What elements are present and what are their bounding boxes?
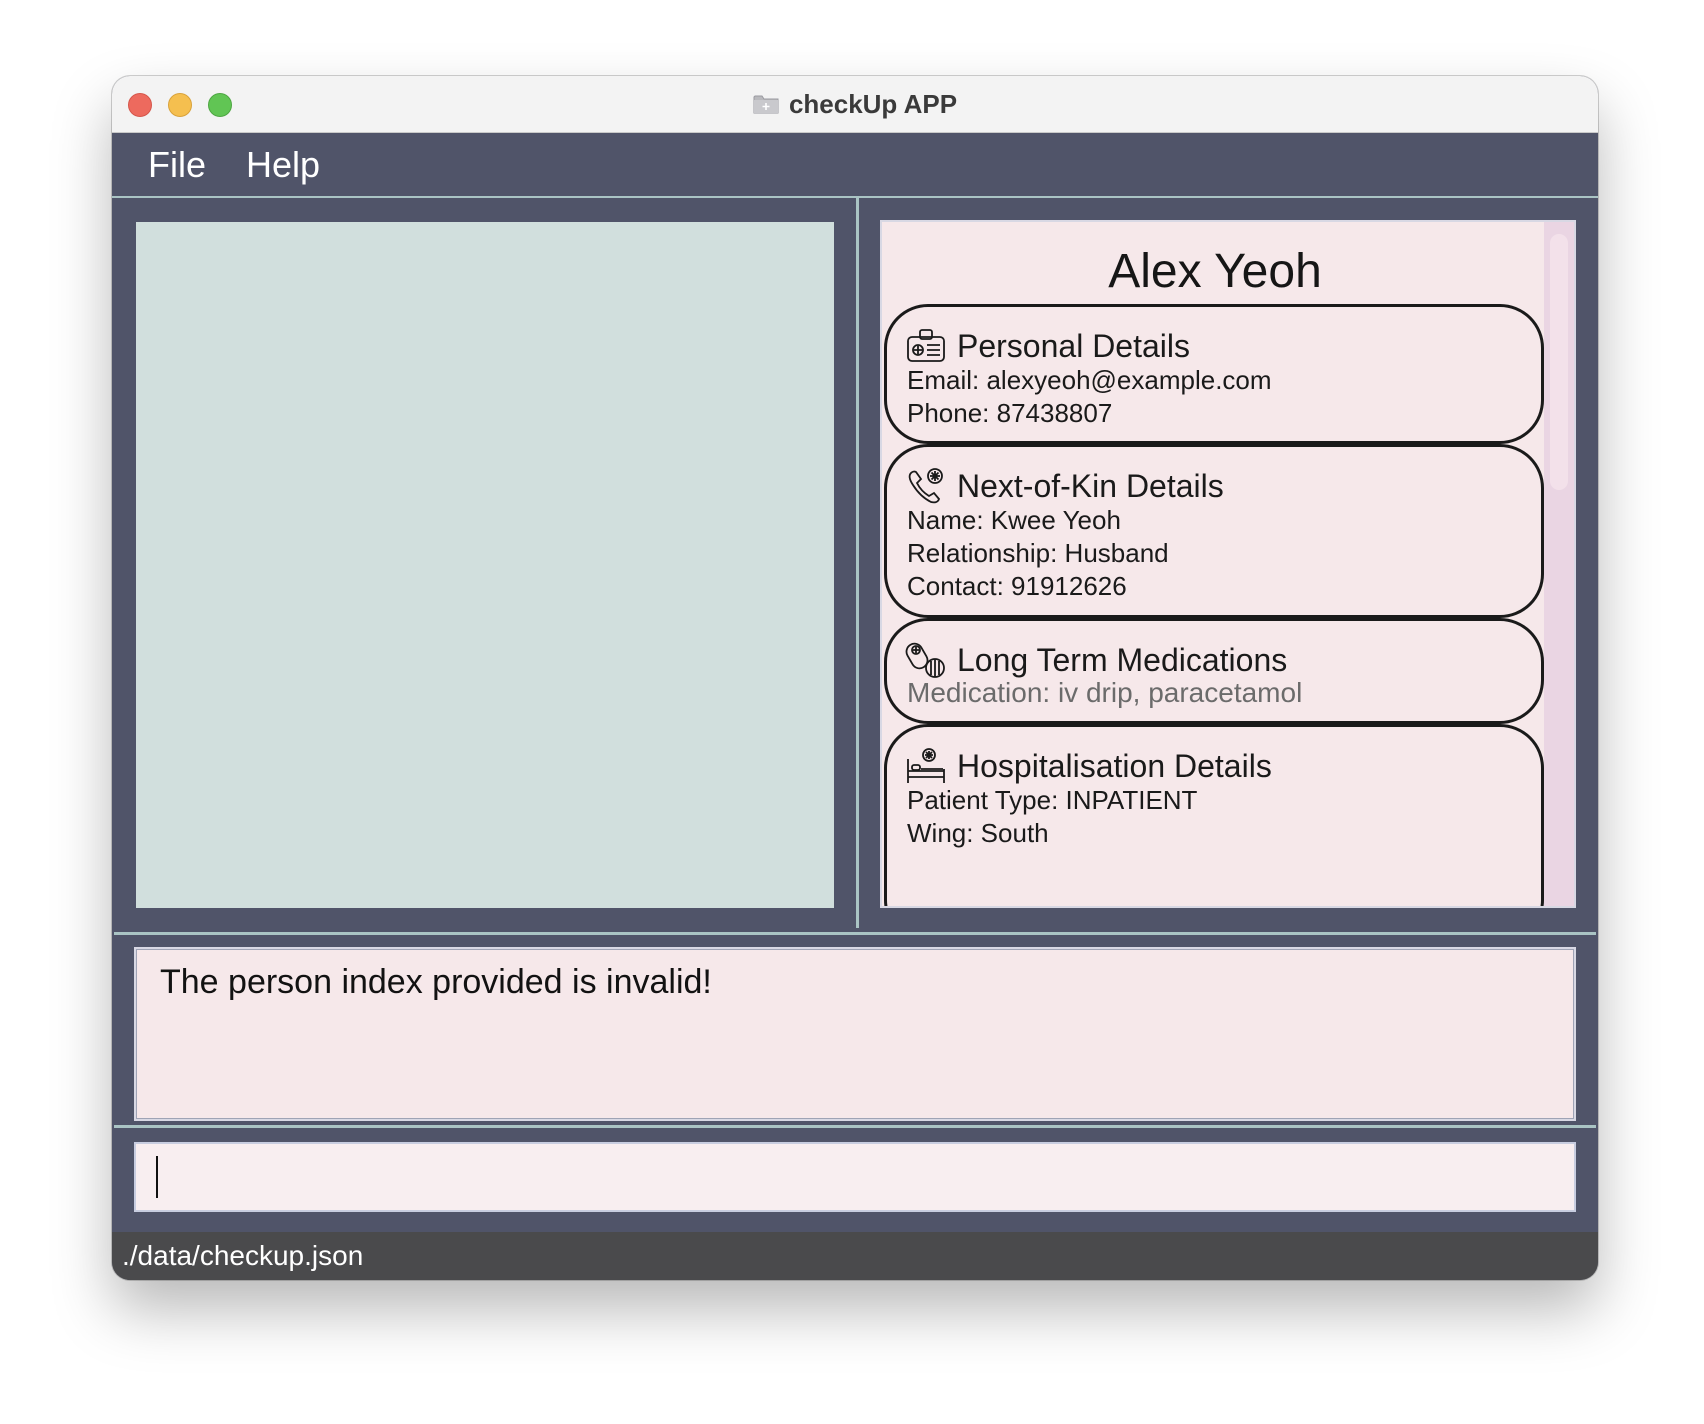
person-detail-view[interactable]: Alex Yeoh Personal Details	[880, 220, 1576, 908]
person-detail-panel: Alex Yeoh Personal Details	[860, 198, 1596, 928]
id-badge-icon	[905, 325, 947, 367]
medications-card: Long Term Medications Medication: iv dri…	[884, 618, 1544, 724]
detail-scrollbar-thumb[interactable]	[1550, 234, 1568, 490]
save-file-path: ./data/checkup.json	[122, 1240, 364, 1271]
phone-medical-icon	[905, 465, 947, 507]
person-name: Alex Yeoh	[1108, 245, 1322, 298]
window-title: checkUp APP	[788, 88, 958, 119]
personal-details-card: Personal Details Email: alexyeoh@example…	[884, 304, 1544, 444]
close-window-button[interactable]	[128, 93, 152, 117]
person-list-panel	[114, 198, 859, 928]
hospital-bed-icon	[905, 745, 947, 787]
minimize-window-button[interactable]	[168, 93, 192, 117]
status-bar: ./data/checkup.json	[112, 1232, 1598, 1280]
kin-name-text: Name: Kwee Yeoh	[907, 505, 1121, 535]
card-title: Next-of-Kin Details	[957, 467, 1224, 504]
medication-text: Medication: iv drip, paracetamol	[907, 677, 1303, 708]
email-text: Email: alexyeoh@example.com	[907, 365, 1272, 395]
card-header: Hospitalisation Details	[905, 745, 1272, 787]
maximize-window-button[interactable]	[208, 93, 232, 117]
kin-contact-text: Contact: 91912626	[907, 571, 1127, 601]
command-input[interactable]	[134, 1142, 1576, 1212]
wing-text: Wing: South	[907, 818, 1049, 848]
result-message: The person index provided is invalid!	[160, 963, 712, 1001]
folder-icon	[753, 93, 779, 115]
card-header: Long Term Medications	[905, 639, 1287, 681]
patient-type-text: Patient Type: INPATIENT	[907, 785, 1198, 815]
menu-file[interactable]: File	[148, 143, 207, 185]
pills-icon	[905, 639, 947, 681]
phone-text: Phone: 87438807	[907, 398, 1113, 428]
card-title: Hospitalisation Details	[957, 747, 1272, 784]
result-display-panel: The person index provided is invalid!	[114, 932, 1596, 1128]
command-box-panel	[114, 1128, 1596, 1220]
app-window: checkUp APP File Help Alex Yeoh	[112, 76, 1598, 1280]
detail-scrollbar[interactable]	[1544, 222, 1574, 906]
card-title: Personal Details	[957, 327, 1190, 364]
menu-help[interactable]: Help	[246, 143, 321, 185]
title-bar[interactable]: checkUp APP	[112, 76, 1598, 133]
next-of-kin-card: Next-of-Kin Details Name: Kwee Yeoh Rela…	[884, 444, 1544, 618]
text-caret	[156, 1156, 158, 1198]
kin-relationship-text: Relationship: Husband	[907, 538, 1169, 568]
card-title: Long Term Medications	[957, 641, 1288, 678]
person-list[interactable]	[136, 222, 834, 908]
card-header: Personal Details	[905, 325, 1190, 367]
result-display[interactable]: The person index provided is invalid!	[134, 947, 1576, 1121]
menu-bar: File Help	[112, 133, 1598, 198]
card-header: Next-of-Kin Details	[905, 465, 1224, 507]
window-title-group: checkUp APP	[112, 76, 1598, 132]
hospitalisation-card: Hospitalisation Details Patient Type: IN…	[884, 724, 1544, 906]
